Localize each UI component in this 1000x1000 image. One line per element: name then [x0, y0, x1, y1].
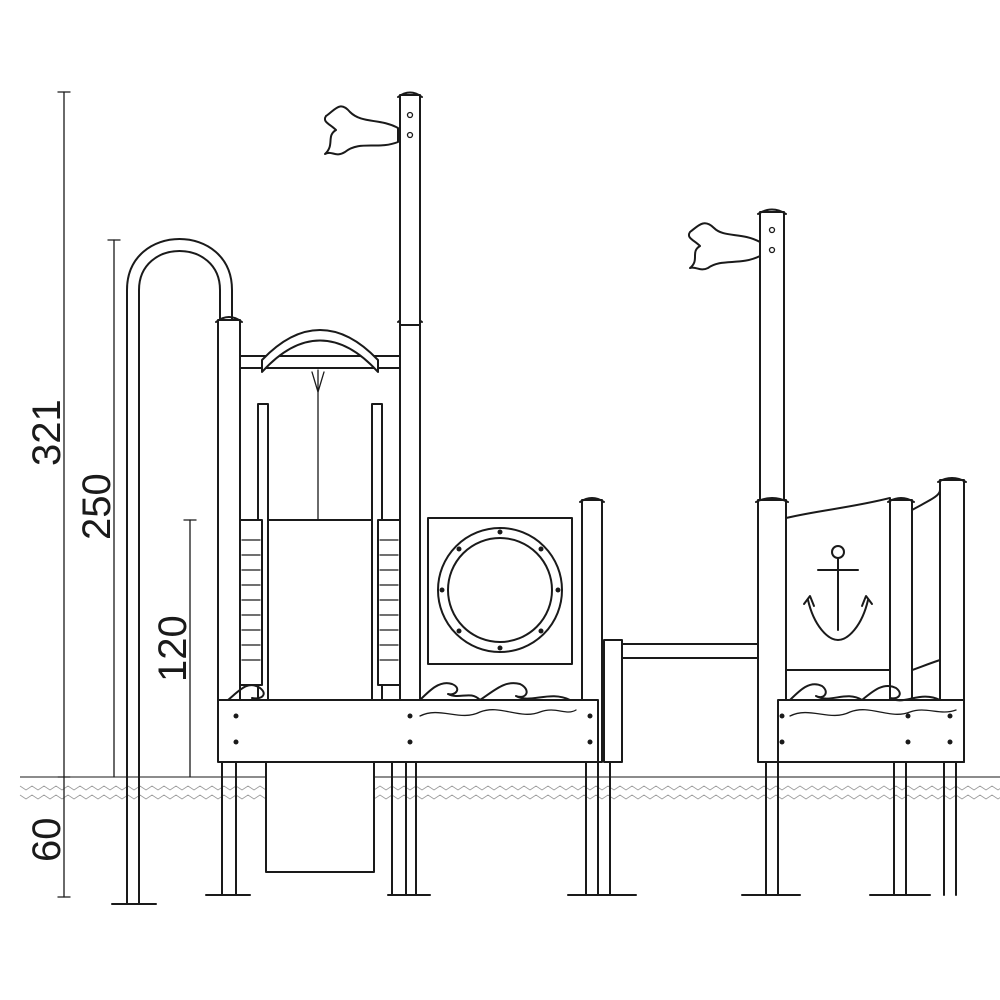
arch-climber — [111, 238, 233, 905]
right-tower — [741, 477, 967, 896]
anchor-icon — [803, 545, 873, 641]
foundation-depth-label: 60 — [25, 818, 69, 863]
arch-height-label: 250 — [75, 473, 119, 540]
dimension-lines — [57, 91, 197, 898]
ground-line — [19, 776, 1000, 800]
right-flag-pole — [688, 208, 787, 503]
total-height-label: 321 — [25, 399, 69, 466]
middle-post — [567, 497, 637, 896]
left-flag-pole — [324, 91, 423, 326]
porthole-panel — [427, 517, 573, 665]
left-tower — [205, 316, 431, 896]
platform-height-label: 120 — [151, 615, 195, 682]
flag-left — [324, 105, 399, 156]
left-wave-base — [217, 682, 599, 763]
bridge-bar — [621, 643, 759, 659]
flag-right — [688, 222, 761, 271]
